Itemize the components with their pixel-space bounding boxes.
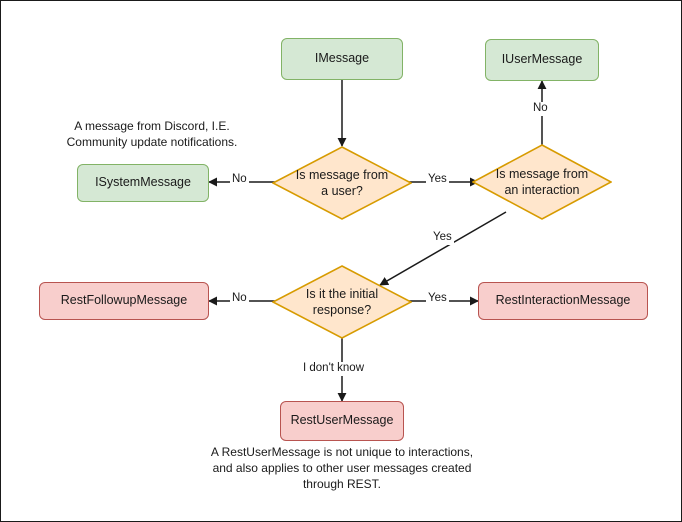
node-restinteractionmessage[interactable]: RestInteractionMessage	[478, 282, 648, 320]
decision-is-it-initial-response[interactable]: Is it the initial response?	[272, 265, 412, 339]
edge-label-initial-no: No	[230, 292, 249, 306]
edge-from-interaction-yes-to-initial-response	[379, 211, 507, 286]
node-restusermessage-label: RestUserMessage	[290, 413, 394, 428]
node-iusermessage-label: IUserMessage	[501, 52, 583, 67]
edge-label-initial-yes: Yes	[426, 292, 449, 306]
node-restfollowupmessage-label: RestFollowupMessage	[60, 293, 188, 308]
decision-is-message-from-user[interactable]: Is message from a user?	[272, 146, 412, 220]
node-imessage-label: IMessage	[314, 51, 370, 66]
decision-is-message-from-interaction[interactable]: Is message from an interaction	[472, 144, 612, 220]
edge-label-i-dont-know: I don't know	[301, 362, 367, 376]
node-restusermessage[interactable]: RestUserMessage	[280, 401, 404, 441]
node-restinteractionmessage-label: RestInteractionMessage	[495, 293, 631, 308]
note-system-message: A message from Discord, I.E. Community u…	[66, 119, 238, 149]
note-rest-user-message: A RestUserMessage is not unique to inter…	[210, 445, 474, 491]
edge-label-from-interaction-yes: Yes	[431, 231, 454, 245]
node-imessage[interactable]: IMessage	[281, 38, 403, 80]
node-isystemmessage[interactable]: ISystemMessage	[77, 164, 209, 202]
node-restfollowupmessage[interactable]: RestFollowupMessage	[39, 282, 209, 320]
edge-label-from-user-yes: Yes	[426, 173, 449, 187]
node-iusermessage[interactable]: IUserMessage	[485, 39, 599, 81]
edge-label-from-interaction-no: No	[531, 102, 550, 116]
edge-label-from-user-no: No	[230, 173, 249, 187]
node-isystemmessage-label: ISystemMessage	[95, 175, 191, 190]
